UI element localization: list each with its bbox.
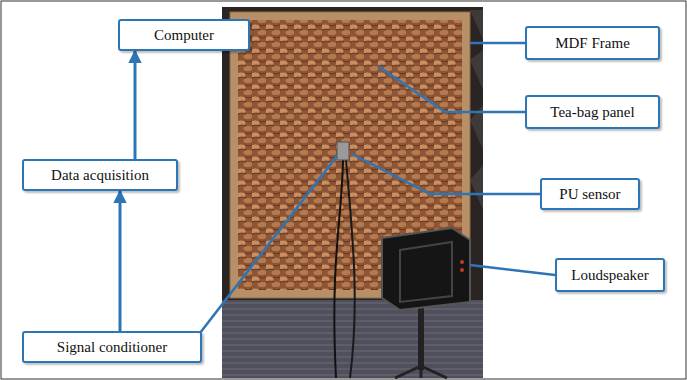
pu-sensor-probe [337,142,349,160]
leader-line [470,265,555,275]
foam-wedge [470,50,483,90]
leader-line [352,154,540,194]
box-label: Data acquisition [51,166,149,184]
loudspeaker-cabinet [382,228,470,310]
box-label: Tea-bag panel [550,103,634,121]
leader-line [200,156,337,333]
callout-box: Signal conditioner [22,331,202,363]
box-label: Signal conditioner [57,338,167,356]
callout-box: Loudspeaker [555,258,665,292]
callout-box: Tea-bag panel [525,95,660,129]
leader-line [470,42,525,45]
leader-line [378,66,525,112]
callout-box: MDF Frame [525,26,660,60]
callout-box: Computer [118,19,250,51]
sensor-cable [346,160,355,378]
foam-wedge [470,10,483,40]
stand-legs [395,366,447,378]
callout-box: PU sensor [540,178,640,210]
foam-wedges [470,10,483,210]
speaker-terminal [460,268,464,272]
callout-box: Data acquisition [22,159,178,191]
foam-wedge [470,165,483,210]
carpet-floor [222,300,483,378]
loudspeaker-cage [400,242,452,302]
box-label: PU sensor [559,185,620,203]
box-label: MDF Frame [555,34,630,52]
box-label: Computer [154,26,214,44]
speaker-stand [418,300,424,370]
chamber-background [222,7,483,378]
speaker-terminal [460,260,464,264]
sensor-cable [334,160,343,378]
signal-arrow [119,191,122,331]
box-label: Loudspeaker [571,266,648,284]
signal-arrow [134,51,137,159]
